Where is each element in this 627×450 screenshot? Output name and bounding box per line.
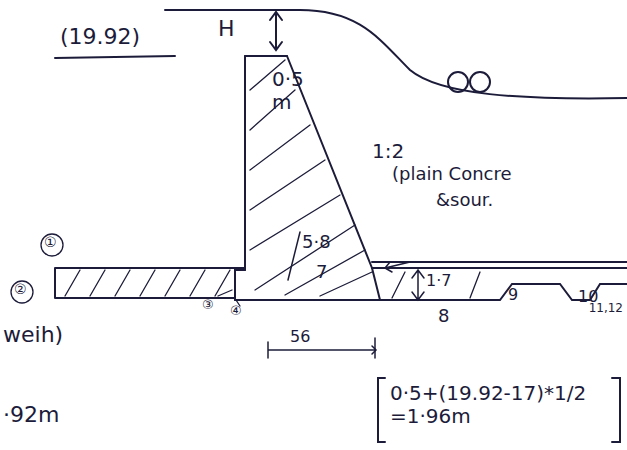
- dimension: ·92m: [3, 402, 59, 427]
- slope-ratio: 1:2: [372, 140, 404, 163]
- material-note: (plain Concre: [392, 164, 512, 185]
- dimension: 1·7: [426, 272, 451, 290]
- note: weih): [3, 322, 63, 347]
- callout-number: 11,12: [589, 302, 623, 316]
- callout-number: ④: [230, 304, 242, 319]
- top-width: 0·5 m: [272, 68, 312, 114]
- callout-number: ③: [202, 298, 214, 313]
- dimension: 5·8: [302, 232, 331, 253]
- callout-number: 8: [438, 306, 449, 327]
- material-note: &sour.: [436, 190, 493, 211]
- callout-number: 9: [508, 286, 518, 304]
- callout-number: ①: [44, 234, 57, 250]
- height-label: H: [218, 16, 235, 41]
- callout-number: 7: [316, 262, 327, 283]
- dimension: 56: [290, 328, 310, 346]
- formula: 0·5+(19.92-17)*1/2 =1·96m: [390, 382, 615, 428]
- level-label: (19.92): [60, 24, 140, 49]
- callout-number: ②: [14, 281, 27, 297]
